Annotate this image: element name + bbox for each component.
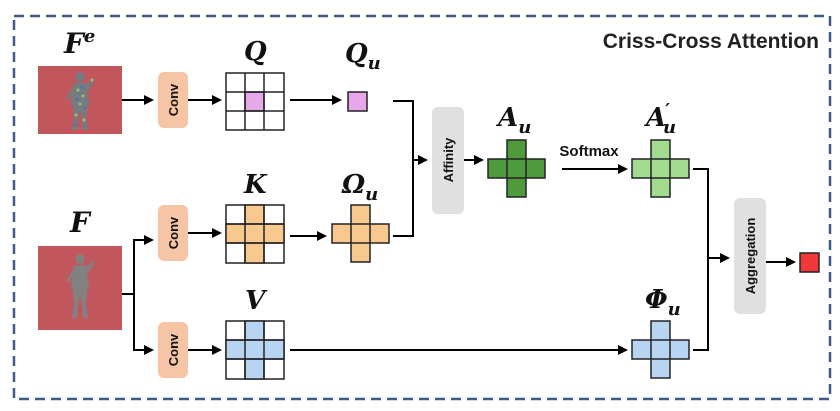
label-k: K <box>243 170 268 200</box>
conv-q-box: Conv <box>158 72 188 128</box>
svg-text:Conv: Conv <box>166 333 181 366</box>
diagram-title: Criss-Cross Attention <box>603 30 819 53</box>
output-cell <box>799 252 820 273</box>
arrow-f-to-conv-v <box>133 294 154 355</box>
label-q: Q <box>244 37 267 67</box>
conv-k-box: Conv <box>158 205 188 261</box>
line-qu-to-affinity <box>393 100 414 160</box>
line-au-prime-to-aggregation <box>693 168 709 258</box>
connectors <box>122 95 796 355</box>
svg-text:Conv: Conv <box>166 83 181 116</box>
k-grid <box>225 204 285 264</box>
au-cross <box>487 139 546 198</box>
aggregation-box: Aggregation <box>734 198 766 314</box>
affinity-box: Affinity <box>432 107 464 214</box>
input-image-f <box>38 246 122 330</box>
svg-text:Aggregation: Aggregation <box>743 218 758 295</box>
input-label-fe: Fe <box>63 26 95 60</box>
omega-u-cross <box>331 204 390 263</box>
svg-text:Conv: Conv <box>166 216 181 249</box>
label-phi-u: Φu <box>645 285 681 320</box>
svg-text:Affinity: Affinity <box>441 137 456 183</box>
line-phi-to-aggregation <box>693 258 709 351</box>
person-silhouette-icon <box>66 254 95 318</box>
conv-v-box: Conv <box>158 322 188 378</box>
label-qu: Qu <box>345 39 381 74</box>
phi-u-cross <box>631 320 690 379</box>
label-au-prime: A′u <box>643 100 676 138</box>
v-grid <box>225 320 285 380</box>
softmax-label: Softmax <box>559 143 619 160</box>
diagram-border <box>12 14 832 401</box>
arrow-f-to-conv-k <box>133 235 154 294</box>
label-au: Au <box>495 103 531 138</box>
label-omega-u: Ωu <box>341 170 378 205</box>
label-v: V <box>245 286 268 316</box>
line-omega-to-affinity <box>393 160 414 237</box>
input-image-fe <box>38 66 122 134</box>
input-label-f: F <box>69 206 92 239</box>
qu-cell <box>347 91 368 112</box>
q-grid <box>225 72 285 131</box>
au-prime-cross <box>631 139 690 198</box>
